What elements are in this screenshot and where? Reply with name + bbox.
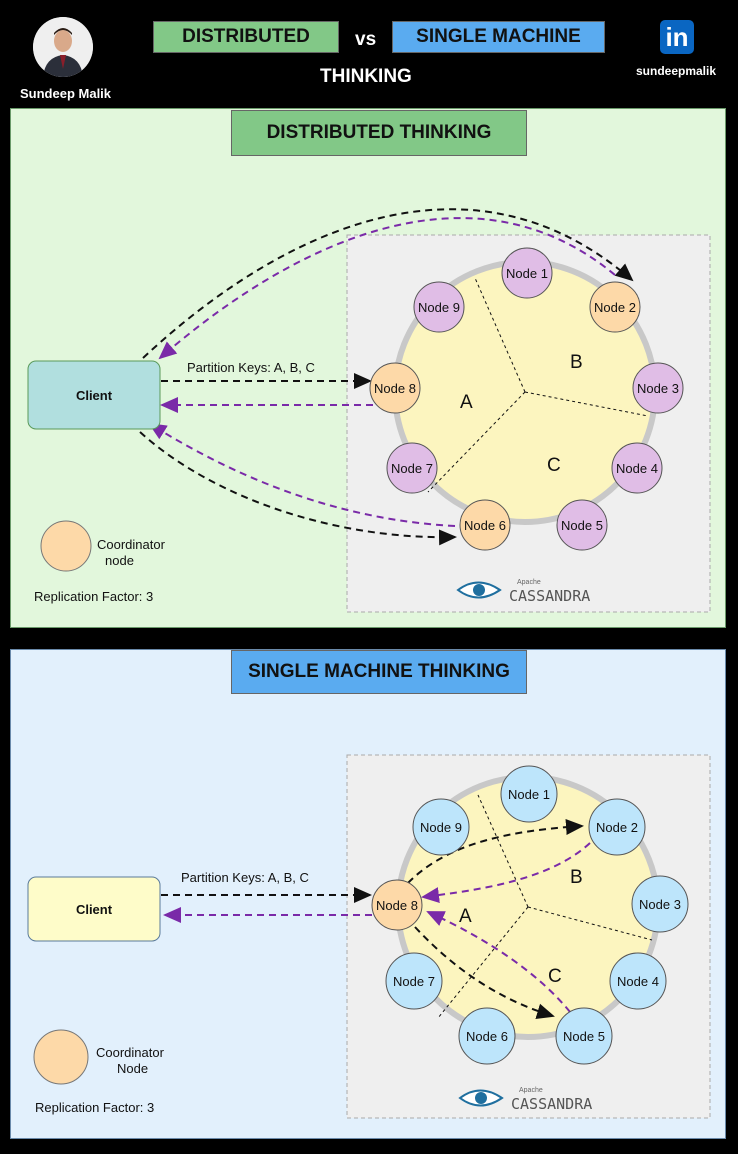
single-machine-diagram: A B C Partition Keys: A, B, C Node 1 Nod… [27,754,711,1119]
svg-text:CASSANDRA: CASSANDRA [511,1095,592,1113]
node-6: Node 6 [459,499,511,551]
badge-single-machine: SINGLE MACHINE [392,21,605,53]
replication-factor: Replication Factor: 3 [34,589,153,604]
segment-divider [474,277,526,393]
node-9: Node 9 [413,281,465,333]
coordinator-legend-label: Coordinator [97,537,166,552]
node-5: Node 5 [555,1007,613,1065]
node-9: Node 9 [412,798,470,856]
node-2: Node 2 [588,798,646,856]
client-label: Client [76,902,113,917]
request-arrow [139,431,457,546]
badge-distributed: DISTRIBUTED [153,21,339,53]
node-8: Node 8 [371,879,423,931]
segment-divider [477,794,529,908]
coordinator-legend-swatch [40,520,92,572]
node-7: Node 7 [386,442,438,494]
node-2: Node 2 [589,281,641,333]
client-box [27,360,161,430]
coordinator-legend-label: node [105,553,134,568]
linkedin-icon: in [660,20,694,54]
cassandra-logo: Apache CASSANDRA [456,579,590,605]
distributed-title: DISTRIBUTED THINKING [231,110,527,156]
node-3: Node 3 [632,362,684,414]
svg-text:Apache: Apache [519,1087,543,1094]
partition-keys-label: Partition Keys: A, B, C [187,360,315,375]
node-3: Node 3 [631,875,689,933]
svg-text:Node 9: Node 9 [418,300,460,315]
node-1: Node 1 [501,247,553,299]
svg-text:Node 2: Node 2 [596,820,638,835]
svg-text:Node 4: Node 4 [616,461,658,476]
segment-divider [427,391,526,493]
svg-text:Node 3: Node 3 [637,381,679,396]
segment-c: C [547,455,561,476]
client-label: Client [76,388,113,403]
segment-a: A [460,392,473,413]
response-arrow [158,217,616,360]
linkedin-handle: sundeepmalik [636,64,717,78]
svg-text:Node 2: Node 2 [594,300,636,315]
svg-text:Node 7: Node 7 [393,974,435,989]
svg-text:Apache: Apache [517,579,541,586]
single-machine-title: SINGLE MACHINE THINKING [231,650,527,694]
svg-text:Node 6: Node 6 [464,518,506,533]
distributed-diagram: A B C Partition Keys: A, B, C Node 1 Nod… [27,208,711,613]
svg-text:Node 8: Node 8 [376,898,418,913]
svg-text:Node 5: Node 5 [561,518,603,533]
node-4: Node 4 [609,952,667,1010]
node-6: Node 6 [458,1007,516,1065]
segment-a: A [459,906,472,927]
request-arrow [414,926,555,1020]
node-8: Node 8 [369,362,421,414]
node-7: Node 7 [385,952,443,1010]
svg-text:Node 7: Node 7 [391,461,433,476]
segment-c: C [548,966,562,987]
client-box [27,876,161,942]
node-5: Node 5 [556,499,608,551]
response-arrow [426,911,571,1013]
node-4: Node 4 [611,442,663,494]
coordinator-legend-label: Node [117,1061,148,1076]
svg-text:Node 3: Node 3 [639,897,681,912]
coordinator-legend-swatch [33,1029,89,1085]
author-avatar [33,17,93,77]
segment-b: B [570,867,583,888]
cassandra-logo: Apache CASSANDRA [458,1087,592,1113]
coordinator-legend-label: Coordinator [96,1045,165,1060]
svg-text:Node 9: Node 9 [420,820,462,835]
linkedin-logo-text: in [665,22,689,52]
svg-text:Node 1: Node 1 [506,266,548,281]
response-arrow [421,842,591,903]
node-1: Node 1 [500,765,558,823]
author-name: Sundeep Malik [20,86,112,101]
vs-label: vs [355,29,377,50]
svg-text:CASSANDRA: CASSANDRA [509,587,590,605]
svg-text:Node 6: Node 6 [466,1029,508,1044]
subtitle-thinking: THINKING [320,66,412,87]
request-arrow [142,208,634,359]
svg-text:Node 8: Node 8 [374,381,416,396]
svg-text:Node 5: Node 5 [563,1029,605,1044]
svg-text:Node 1: Node 1 [508,787,550,802]
partition-keys-label: Partition Keys: A, B, C [181,870,309,885]
svg-text:Node 4: Node 4 [617,974,659,989]
replication-factor: Replication Factor: 3 [35,1100,154,1115]
segment-divider [524,391,649,417]
segment-b: B [570,352,583,373]
